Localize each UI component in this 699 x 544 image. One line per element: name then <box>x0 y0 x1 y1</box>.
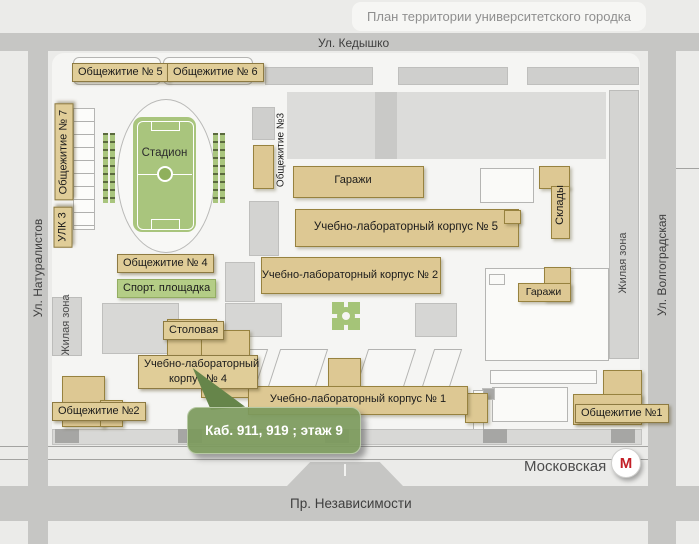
residential-zone-right <box>609 90 639 359</box>
garage-top-label: Гаражи <box>334 173 372 186</box>
outline-building-small <box>489 274 505 285</box>
gray-building <box>415 303 457 337</box>
ulk3-label[interactable]: УЛК 3 <box>53 206 73 248</box>
residential-zone-right-label: Жилая зона <box>617 232 629 294</box>
residential-zone-left-label: Жилая зона <box>60 294 72 356</box>
street-edge-line <box>0 459 648 460</box>
street-label-moskovskaya: Московская <box>524 458 607 475</box>
dorm3-building[interactable] <box>253 145 274 189</box>
road-naturalistov <box>28 33 48 544</box>
dorm7-label[interactable]: Общежитие № 7 <box>54 103 74 201</box>
green-plaza-fountain <box>337 307 355 325</box>
stadium-stand <box>110 133 115 203</box>
room-callout: Каб. 911, 919 ; этаж 9 <box>187 407 361 454</box>
goal-box-bottom <box>151 219 180 229</box>
underpass-mark <box>344 464 346 476</box>
street-label-volgogradskaya: Ул. Волгоградская <box>655 213 669 317</box>
field-boundary <box>137 121 194 230</box>
dorm5-label[interactable]: Общежитие № 5 <box>72 63 169 82</box>
parking-strip <box>265 67 373 85</box>
korpus1-wing[interactable] <box>328 358 361 389</box>
gray-building <box>252 107 275 140</box>
korpus2-label: Учебно-лабораторный корпус № 2 <box>261 268 439 281</box>
side-road-line <box>676 168 699 169</box>
stolovaya-label[interactable]: Столовая <box>163 321 225 340</box>
street-label-kedyshko: Ул. Кедышко <box>318 36 390 50</box>
map-title: План территории университетского городка <box>352 2 646 31</box>
street-label-naturalistov: Ул. Натуралистов <box>31 218 45 318</box>
stadium-label: Стадион <box>141 147 188 159</box>
road-nezavisimosti <box>0 486 699 521</box>
sklady-label: Склады <box>554 185 566 225</box>
street-label-nezavisimosti: Пр. Независимости <box>290 496 412 511</box>
road-kedyshko <box>0 33 699 51</box>
road-volgogradskaya <box>648 33 676 544</box>
dorm6-label[interactable]: Общежитие № 6 <box>167 63 264 82</box>
stadium-stand <box>213 133 218 203</box>
outline-building <box>490 370 597 384</box>
dorm7-building[interactable] <box>73 108 95 230</box>
dorm1-label[interactable]: Общежитие №1 <box>575 404 669 423</box>
outline-building <box>480 168 534 203</box>
korpus2-building[interactable] <box>261 257 441 294</box>
residential-zone-left <box>52 297 82 356</box>
gray-zone <box>287 92 606 159</box>
stadium-stand <box>220 133 225 203</box>
stadium-stand <box>103 133 108 203</box>
metro-station-icon[interactable]: М <box>611 448 641 478</box>
parking-strip <box>398 67 508 85</box>
korpus5-label: Учебно-лабораторный корпус № 5 <box>313 221 499 233</box>
garage-top-building[interactable] <box>293 166 424 198</box>
sidewalk-post <box>55 429 79 443</box>
sidewalk-post <box>483 429 507 443</box>
garage-right-building[interactable] <box>518 283 571 302</box>
dorm2-label[interactable]: Общежитие №2 <box>52 402 146 421</box>
korpus4-label-line1: Учебно-лабораторный <box>144 358 260 370</box>
korpus1-label: Учебно-лабораторный корпус № 1 <box>269 392 447 405</box>
sport-ground-label[interactable]: Спорт. площадка <box>117 279 217 298</box>
sidewalk-post <box>611 429 635 443</box>
dorm4-label[interactable]: Общежитие № 4 <box>117 254 214 273</box>
korpus1-wing[interactable] <box>465 393 488 423</box>
sklady-building[interactable] <box>551 186 570 239</box>
gray-zone-strip <box>375 92 397 159</box>
parking-strip <box>527 67 639 85</box>
goal-box-top <box>151 121 180 131</box>
korpus5-building[interactable] <box>295 209 519 247</box>
gray-building <box>225 262 255 302</box>
dorm3-label: Общежитие №3 <box>275 112 287 188</box>
garage-right-label: Гаражи <box>525 285 562 298</box>
korpus5-annex <box>504 210 521 224</box>
outline-building <box>492 387 568 422</box>
gray-building <box>249 201 279 256</box>
center-circle <box>157 166 173 182</box>
